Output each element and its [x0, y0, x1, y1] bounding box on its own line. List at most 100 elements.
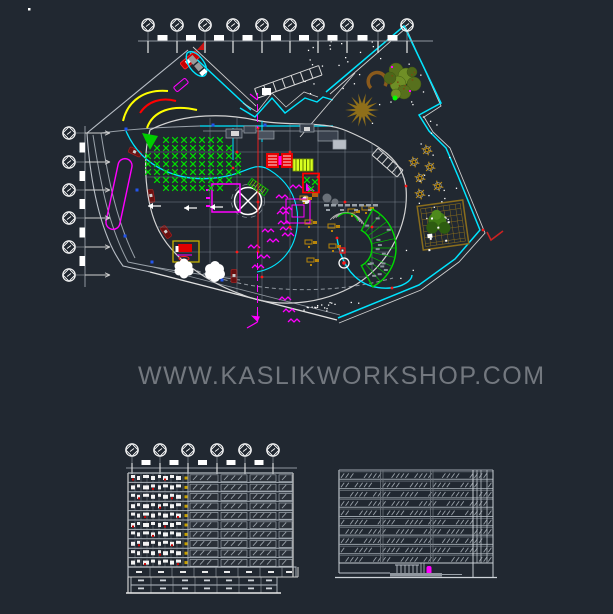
section-fixture — [137, 551, 140, 556]
red-node-dot — [231, 166, 235, 170]
section-fixture — [131, 560, 135, 565]
section-fixture — [170, 531, 174, 535]
magenta-furniture — [282, 233, 294, 236]
section-fixture — [143, 475, 149, 478]
gold-furniture — [307, 258, 319, 266]
column-grid-section — [126, 444, 297, 474]
magenta-furniture — [290, 185, 302, 188]
section-fixture — [137, 503, 140, 507]
section-fixture — [170, 493, 174, 497]
red-node-dot — [404, 184, 408, 188]
section-fixture — [131, 485, 135, 490]
section-fixture — [163, 503, 168, 507]
window-panel — [250, 475, 276, 482]
axis-arrowhead — [251, 315, 260, 322]
dimension-text-block — [242, 35, 253, 41]
entry-road-cyan — [190, 53, 251, 110]
section-fixture — [143, 541, 149, 546]
red-node-dot — [235, 150, 239, 154]
section-fixture — [151, 476, 155, 480]
section-fixture — [131, 512, 135, 516]
section-fixture — [158, 504, 161, 509]
section-fixture — [176, 522, 181, 525]
dimension-text-block — [299, 35, 309, 41]
centerline — [247, 88, 271, 328]
magenta-furniture — [276, 195, 288, 198]
gold-furniture — [305, 240, 317, 248]
dimension-text-block — [79, 171, 85, 181]
window-panel — [190, 559, 218, 566]
dimension-text-block — [169, 460, 179, 465]
yellow-marker — [184, 495, 188, 499]
window-panel — [279, 559, 292, 566]
section-fixture — [137, 540, 140, 544]
stipple-dots — [303, 41, 458, 312]
yellow-marker — [184, 551, 188, 555]
dimension-text-block — [262, 88, 271, 95]
magenta-furniture — [283, 309, 295, 312]
building-plan — [126, 116, 485, 322]
section-fixture — [151, 513, 155, 518]
section-fixture — [163, 484, 168, 488]
window-panel — [190, 531, 218, 538]
gold-furniture — [328, 224, 340, 232]
window-panel — [221, 550, 247, 557]
section-fixture — [137, 522, 140, 525]
watermark-text: WWW.KASLIKWORKSHOP.COM — [138, 362, 546, 390]
window-panel — [221, 522, 247, 529]
section-fixture — [170, 541, 174, 546]
dimension-text-block — [327, 35, 338, 41]
section-fixture — [163, 522, 168, 525]
site-edge-south — [150, 272, 337, 320]
yellow-marker — [184, 514, 188, 518]
window-panel — [250, 531, 276, 538]
section-fixture — [137, 532, 140, 537]
section-fixture — [170, 504, 174, 509]
tree-grid — [145, 137, 318, 192]
section-fixture — [163, 551, 168, 556]
parking-loop — [105, 157, 134, 230]
section-fixture — [151, 532, 155, 537]
section-fixture — [176, 484, 181, 488]
section-fixture — [131, 531, 135, 535]
magenta-furniture — [262, 229, 274, 232]
dimension-text-block — [214, 35, 224, 41]
magenta-furniture — [288, 319, 300, 322]
section-fixture — [143, 550, 149, 554]
window-panel — [250, 512, 276, 519]
section-fixture — [176, 559, 181, 563]
window-panel — [221, 559, 247, 566]
red-room — [303, 174, 319, 193]
section-fixture — [158, 493, 161, 497]
section-fixture — [151, 503, 155, 507]
section-fixture — [158, 523, 161, 527]
cad-text-block — [352, 204, 357, 207]
magenta-court — [212, 184, 240, 212]
section-fixture — [176, 513, 181, 518]
car — [231, 270, 237, 283]
dimension-text-block — [357, 35, 368, 41]
window-panel — [221, 475, 247, 482]
star-plant-icon — [433, 181, 444, 192]
window-panel — [279, 475, 292, 482]
section-fixture — [158, 512, 161, 516]
section-fixture — [151, 559, 155, 563]
road-west-outer — [93, 135, 128, 262]
section-body — [126, 473, 298, 593]
section-fixture — [151, 551, 155, 556]
cad-text-block — [359, 204, 364, 207]
cyan-zigzag — [240, 97, 333, 117]
section-fixture — [151, 494, 155, 499]
landscape — [142, 41, 469, 312]
green-dot — [392, 95, 398, 101]
section-fixture — [131, 493, 135, 497]
building-outline — [146, 116, 407, 303]
section-fixture — [137, 513, 140, 518]
window-panel — [221, 503, 247, 510]
red-node-dot — [288, 225, 292, 229]
star-plant-icon — [422, 145, 433, 156]
person-figure — [426, 566, 432, 575]
section-fixture — [151, 522, 155, 525]
section-fixture — [158, 560, 161, 565]
